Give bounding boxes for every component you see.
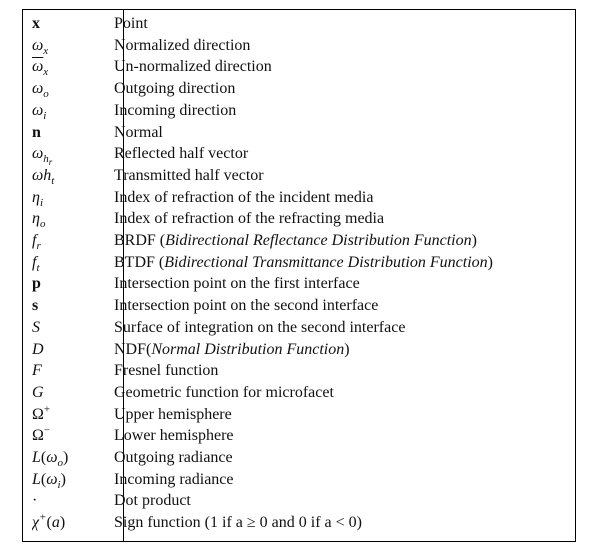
description-cell: Transmitted half vector — [114, 166, 264, 184]
table-row: x Point — [23, 13, 575, 35]
description-cell: Normalized direction — [114, 36, 251, 54]
table-row: n Normal — [23, 122, 575, 144]
symbol-cell: ωht — [32, 166, 55, 187]
table-row: L(ωo) Outgoing radiance — [23, 447, 575, 469]
symbol-cell: D — [32, 340, 44, 358]
symbol-cell: ωo — [32, 80, 49, 100]
table-row: p Intersection point on the first interf… — [23, 273, 575, 295]
symbol-cell: x — [32, 15, 40, 32]
table-row: G Geometric function for microfacet — [23, 382, 575, 404]
symbol-cell: p — [32, 275, 41, 293]
column-divider — [123, 10, 124, 541]
symbol-cell: S — [32, 318, 40, 336]
table-row: S Surface of integration on the second i… — [23, 317, 575, 339]
symbol-cell: G — [32, 383, 44, 401]
symbol-cell: ωx — [32, 36, 49, 57]
symbol-cell: Ω− — [32, 425, 51, 445]
description-cell: Outgoing direction — [114, 80, 236, 98]
table-row: ωx Un-normalized direction — [23, 56, 575, 78]
table-row: s Intersection point on the second inter… — [23, 295, 575, 317]
description-cell: Fresnel function — [114, 362, 219, 380]
symbol-cell: ηo — [32, 210, 46, 230]
table-row: · Dot product — [23, 490, 575, 512]
table-row: ηo Index of refraction of the refracting… — [23, 208, 575, 230]
description-cell: BTDF (Bidirectional Transmittance Distri… — [114, 253, 493, 271]
description-cell: Incoming radiance — [114, 470, 234, 488]
description-cell: Lower hemisphere — [114, 427, 234, 445]
description-cell: Point — [114, 15, 148, 32]
description-cell: NDF(Normal Distribution Function) — [114, 340, 350, 358]
table-row: ωi Incoming direction — [23, 100, 575, 122]
description-cell: BRDF (Bidirectional Reflectance Distribu… — [114, 232, 477, 249]
table-row: ωx Normalized direction — [23, 35, 575, 57]
description-cell: Reflected half vector — [114, 145, 249, 163]
description-cell: Dot product — [114, 492, 191, 510]
table-row: ηi Index of refraction of the incident m… — [23, 187, 575, 209]
description-cell: Surface of integration on the second int… — [114, 318, 406, 336]
description-cell: Index of refraction of the incident medi… — [114, 188, 374, 206]
symbol-cell: ηi — [32, 188, 43, 209]
symbol-cell: χ+(a) — [32, 512, 66, 532]
description-cell: Un-normalized direction — [114, 58, 272, 76]
description-cell: Intersection point on the first interfac… — [114, 275, 360, 293]
description-cell: Outgoing radiance — [114, 449, 233, 466]
table-row: Ω+ Upper hemisphere — [23, 404, 575, 426]
symbol-cell: · — [32, 492, 38, 510]
description-cell: Index of refraction of the refracting me… — [114, 210, 385, 228]
symbol-cell: ft — [32, 253, 40, 274]
symbol-cell: L(ωo) — [32, 449, 69, 469]
table-row: ωo Outgoing direction — [23, 78, 575, 100]
table-row: ωhr Reflected half vector — [23, 143, 575, 165]
description-cell: Sign function (1 if a ≥ 0 and 0 if a < 0… — [114, 514, 362, 532]
symbol-cell: n — [32, 123, 41, 141]
symbol-cell: fr — [32, 232, 41, 252]
symbol-cell: s — [32, 297, 39, 315]
table-row: χ+(a) Sign function (1 if a ≥ 0 and 0 if… — [23, 512, 575, 534]
table-row: fr BRDF (Bidirectional Reflectance Distr… — [23, 230, 575, 252]
description-cell: Intersection point on the second interfa… — [114, 297, 379, 315]
table-row: F Fresnel function — [23, 360, 575, 382]
notation-table: x Point ωx Normalized direction ωx Un-no… — [22, 9, 576, 542]
symbol-cell: ωi — [32, 101, 47, 122]
symbol-cell: Ω+ — [32, 403, 51, 423]
description-cell: Geometric function for microfacet — [114, 383, 334, 401]
table-row: L(ωi) Incoming radiance — [23, 469, 575, 491]
symbol-cell: F — [32, 362, 42, 380]
table-row: ωht Transmitted half vector — [23, 165, 575, 187]
description-cell: Upper hemisphere — [114, 405, 232, 423]
symbol-cell: ωhr — [32, 145, 53, 165]
table-row: ft BTDF (Bidirectional Transmittance Dis… — [23, 252, 575, 274]
table-row: Ω− Lower hemisphere — [23, 425, 575, 447]
table-row: D NDF(Normal Distribution Function) — [23, 339, 575, 361]
symbol-cell: L(ωi) — [32, 470, 66, 491]
description-cell: Incoming direction — [114, 101, 237, 119]
description-cell: Normal — [114, 123, 163, 141]
symbol-cell: ωx — [32, 58, 49, 79]
